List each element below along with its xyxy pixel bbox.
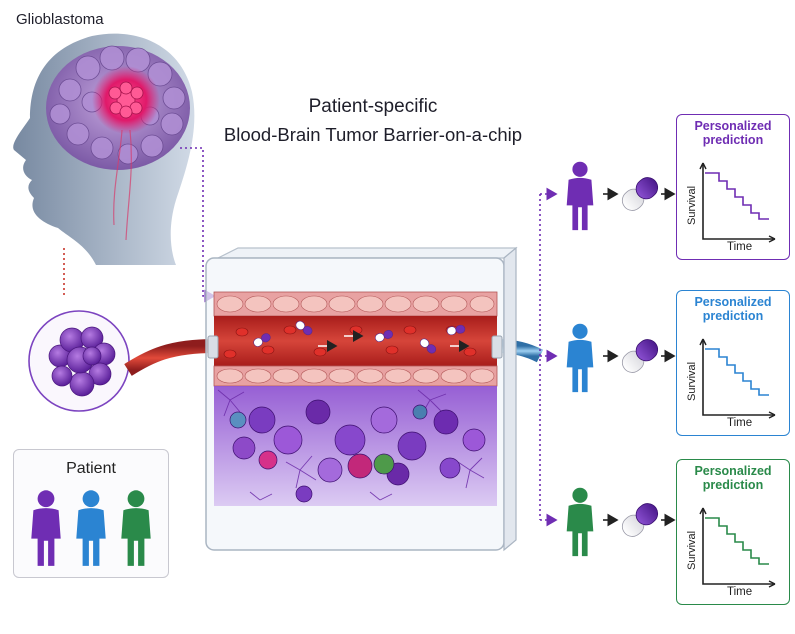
survival-step-curve bbox=[705, 517, 769, 565]
prediction-title-line2: prediction bbox=[702, 133, 764, 147]
prediction-title-line1: Personalized bbox=[694, 464, 772, 478]
capsule-icon bbox=[621, 177, 659, 211]
survival-step-curve bbox=[705, 172, 769, 220]
prediction-title-line1: Personalized bbox=[694, 295, 772, 309]
time-axis-label: Time bbox=[727, 586, 753, 598]
plot-axes bbox=[702, 508, 775, 585]
patient-box: Patient bbox=[13, 449, 169, 578]
survival-step-curve bbox=[705, 348, 769, 396]
person-icon bbox=[566, 323, 594, 393]
chip-icon bbox=[205, 246, 518, 552]
prediction-title-line1: Personalized bbox=[694, 119, 772, 133]
survival-curve-plot bbox=[699, 162, 776, 243]
person-icon bbox=[76, 490, 106, 566]
prediction-title-line2: prediction bbox=[702, 309, 764, 323]
time-axis-label: Time bbox=[727, 241, 753, 253]
diagram-title-line2: Blood-Brain Tumor Barrier-on-a-chip bbox=[223, 124, 523, 145]
patient-figures bbox=[31, 490, 151, 566]
plot-axes bbox=[702, 163, 775, 240]
prediction-title-line2: prediction bbox=[702, 478, 764, 492]
person-icon bbox=[121, 490, 151, 566]
tumor-cell-icon bbox=[28, 310, 130, 412]
survival-axis-label: Survival bbox=[686, 185, 698, 225]
survival-curve-plot bbox=[699, 338, 776, 419]
diagram-title-line1: Patient-specific bbox=[308, 96, 438, 117]
survival-axis-label: Survival bbox=[686, 361, 698, 401]
capsule-icon bbox=[621, 503, 659, 537]
person-icon bbox=[31, 490, 61, 566]
person-icon bbox=[566, 487, 594, 557]
survival-axis-label: Survival bbox=[686, 530, 698, 570]
glioblastoma-label: Glioblastoma bbox=[16, 11, 104, 28]
plot-axes bbox=[702, 339, 775, 416]
survival-curve-plot bbox=[699, 507, 776, 588]
person-icon bbox=[566, 161, 594, 231]
time-axis-label: Time bbox=[727, 417, 753, 429]
brain-head-icon bbox=[13, 33, 195, 265]
patient-label: Patient bbox=[66, 460, 116, 477]
capsule-icon bbox=[621, 339, 659, 373]
